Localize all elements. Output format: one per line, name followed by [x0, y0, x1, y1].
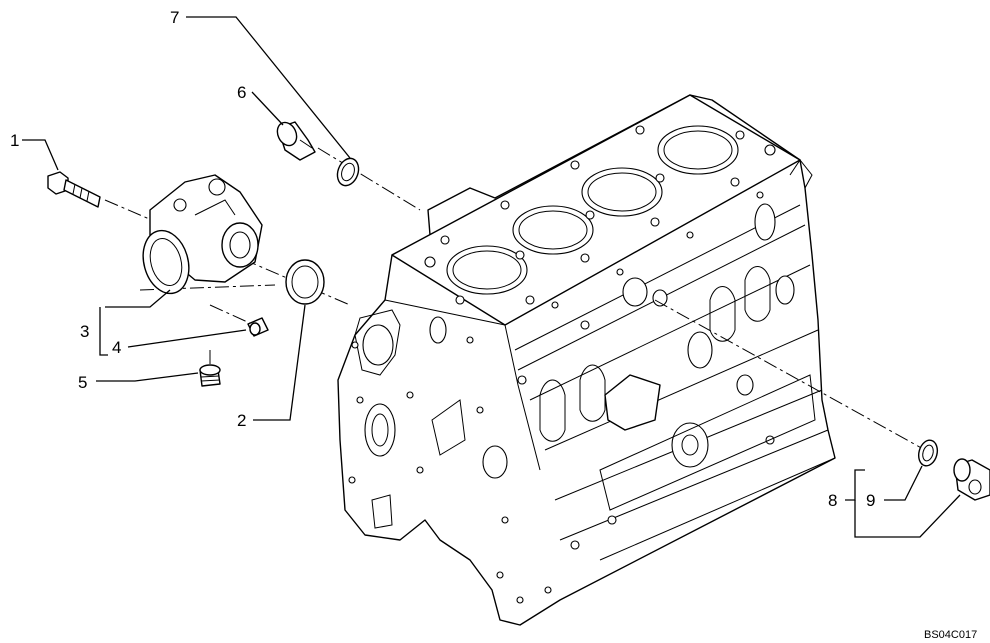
callout-6: 6 [237, 83, 246, 102]
callout-9: 9 [866, 491, 875, 510]
part-2-seal-ring [285, 259, 325, 305]
figure-reference-code: BS04C017 [924, 629, 977, 641]
part-3-thermostat-housing [142, 174, 263, 295]
part-1-bolt [47, 171, 101, 208]
part-5-plug [199, 364, 221, 387]
part-6-plug [276, 121, 316, 161]
part-7-sealing-washer [336, 157, 360, 187]
callout-4: 4 [112, 338, 121, 357]
part-4-pin [247, 317, 269, 337]
callout-7: 7 [170, 8, 179, 27]
engine-block [337, 94, 836, 626]
callout-labels: 1 2 3 4 5 6 7 8 9 [10, 8, 875, 510]
leader-lines [22, 16, 961, 538]
callout-2: 2 [237, 411, 246, 430]
part-9-seal-washer [917, 439, 939, 467]
part-8-plug [953, 458, 990, 501]
callout-5: 5 [78, 373, 87, 392]
callout-3: 3 [80, 322, 89, 341]
callout-8: 8 [828, 491, 837, 510]
callout-1: 1 [10, 131, 19, 150]
deck-holes [424, 125, 776, 309]
